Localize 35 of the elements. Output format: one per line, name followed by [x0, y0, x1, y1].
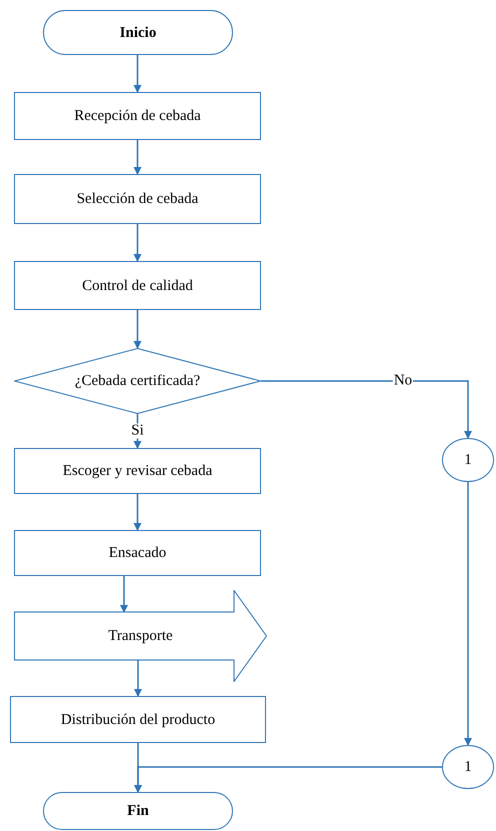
node-text: Recepción de cebada: [74, 106, 201, 126]
node-text: ¿Cebada certificada?: [74, 372, 200, 391]
process-box: [10, 696, 266, 743]
process-box: [14, 92, 261, 140]
node-text: Control de calidad: [82, 276, 193, 296]
process-box: [14, 448, 261, 494]
process-box: [14, 530, 261, 576]
arrow: [464, 482, 472, 746]
node-text: Ensacado: [108, 544, 166, 563]
transport-arrow-shape: [14, 590, 267, 682]
node-text: 1: [464, 758, 472, 777]
arrow: [120, 576, 128, 613]
node-text: Inicio: [120, 23, 156, 42]
node-text: Distribución del producto: [60, 710, 216, 730]
process-box: [14, 174, 261, 224]
arrow: [134, 494, 142, 531]
terminator-shape: [43, 10, 233, 55]
node-text: Escoger y revisar cebada: [62, 462, 212, 481]
arrow: [134, 660, 142, 697]
arrow: [134, 224, 142, 262]
edge-label: Si: [130, 424, 145, 438]
arrow: [134, 55, 142, 93]
connector-circle: [442, 438, 494, 482]
arrow: [134, 140, 142, 175]
connector-circle: [442, 745, 494, 789]
decision-diamond: [14, 348, 261, 414]
arrow: [134, 310, 142, 349]
arrow: [134, 766, 442, 793]
process-box: [14, 261, 261, 310]
arrow: [261, 380, 472, 439]
node-text: Fin: [127, 802, 149, 821]
node-text: Selección de cebada: [76, 190, 198, 209]
node-text: 1: [464, 450, 472, 470]
terminator-shape: [43, 792, 233, 830]
node-text: Transporte: [108, 626, 173, 646]
